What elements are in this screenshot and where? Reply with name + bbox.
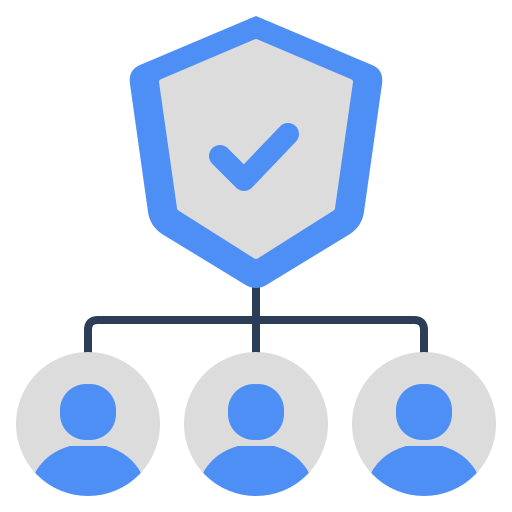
connector-branch	[84, 316, 428, 362]
shield-inner	[159, 39, 353, 259]
shield-icon	[129, 16, 383, 288]
user-avatar-right	[352, 352, 496, 496]
user-avatar-center	[184, 352, 328, 496]
checkmark-icon	[209, 123, 299, 191]
user-avatar-left	[16, 352, 160, 496]
connector-lines	[84, 282, 428, 362]
